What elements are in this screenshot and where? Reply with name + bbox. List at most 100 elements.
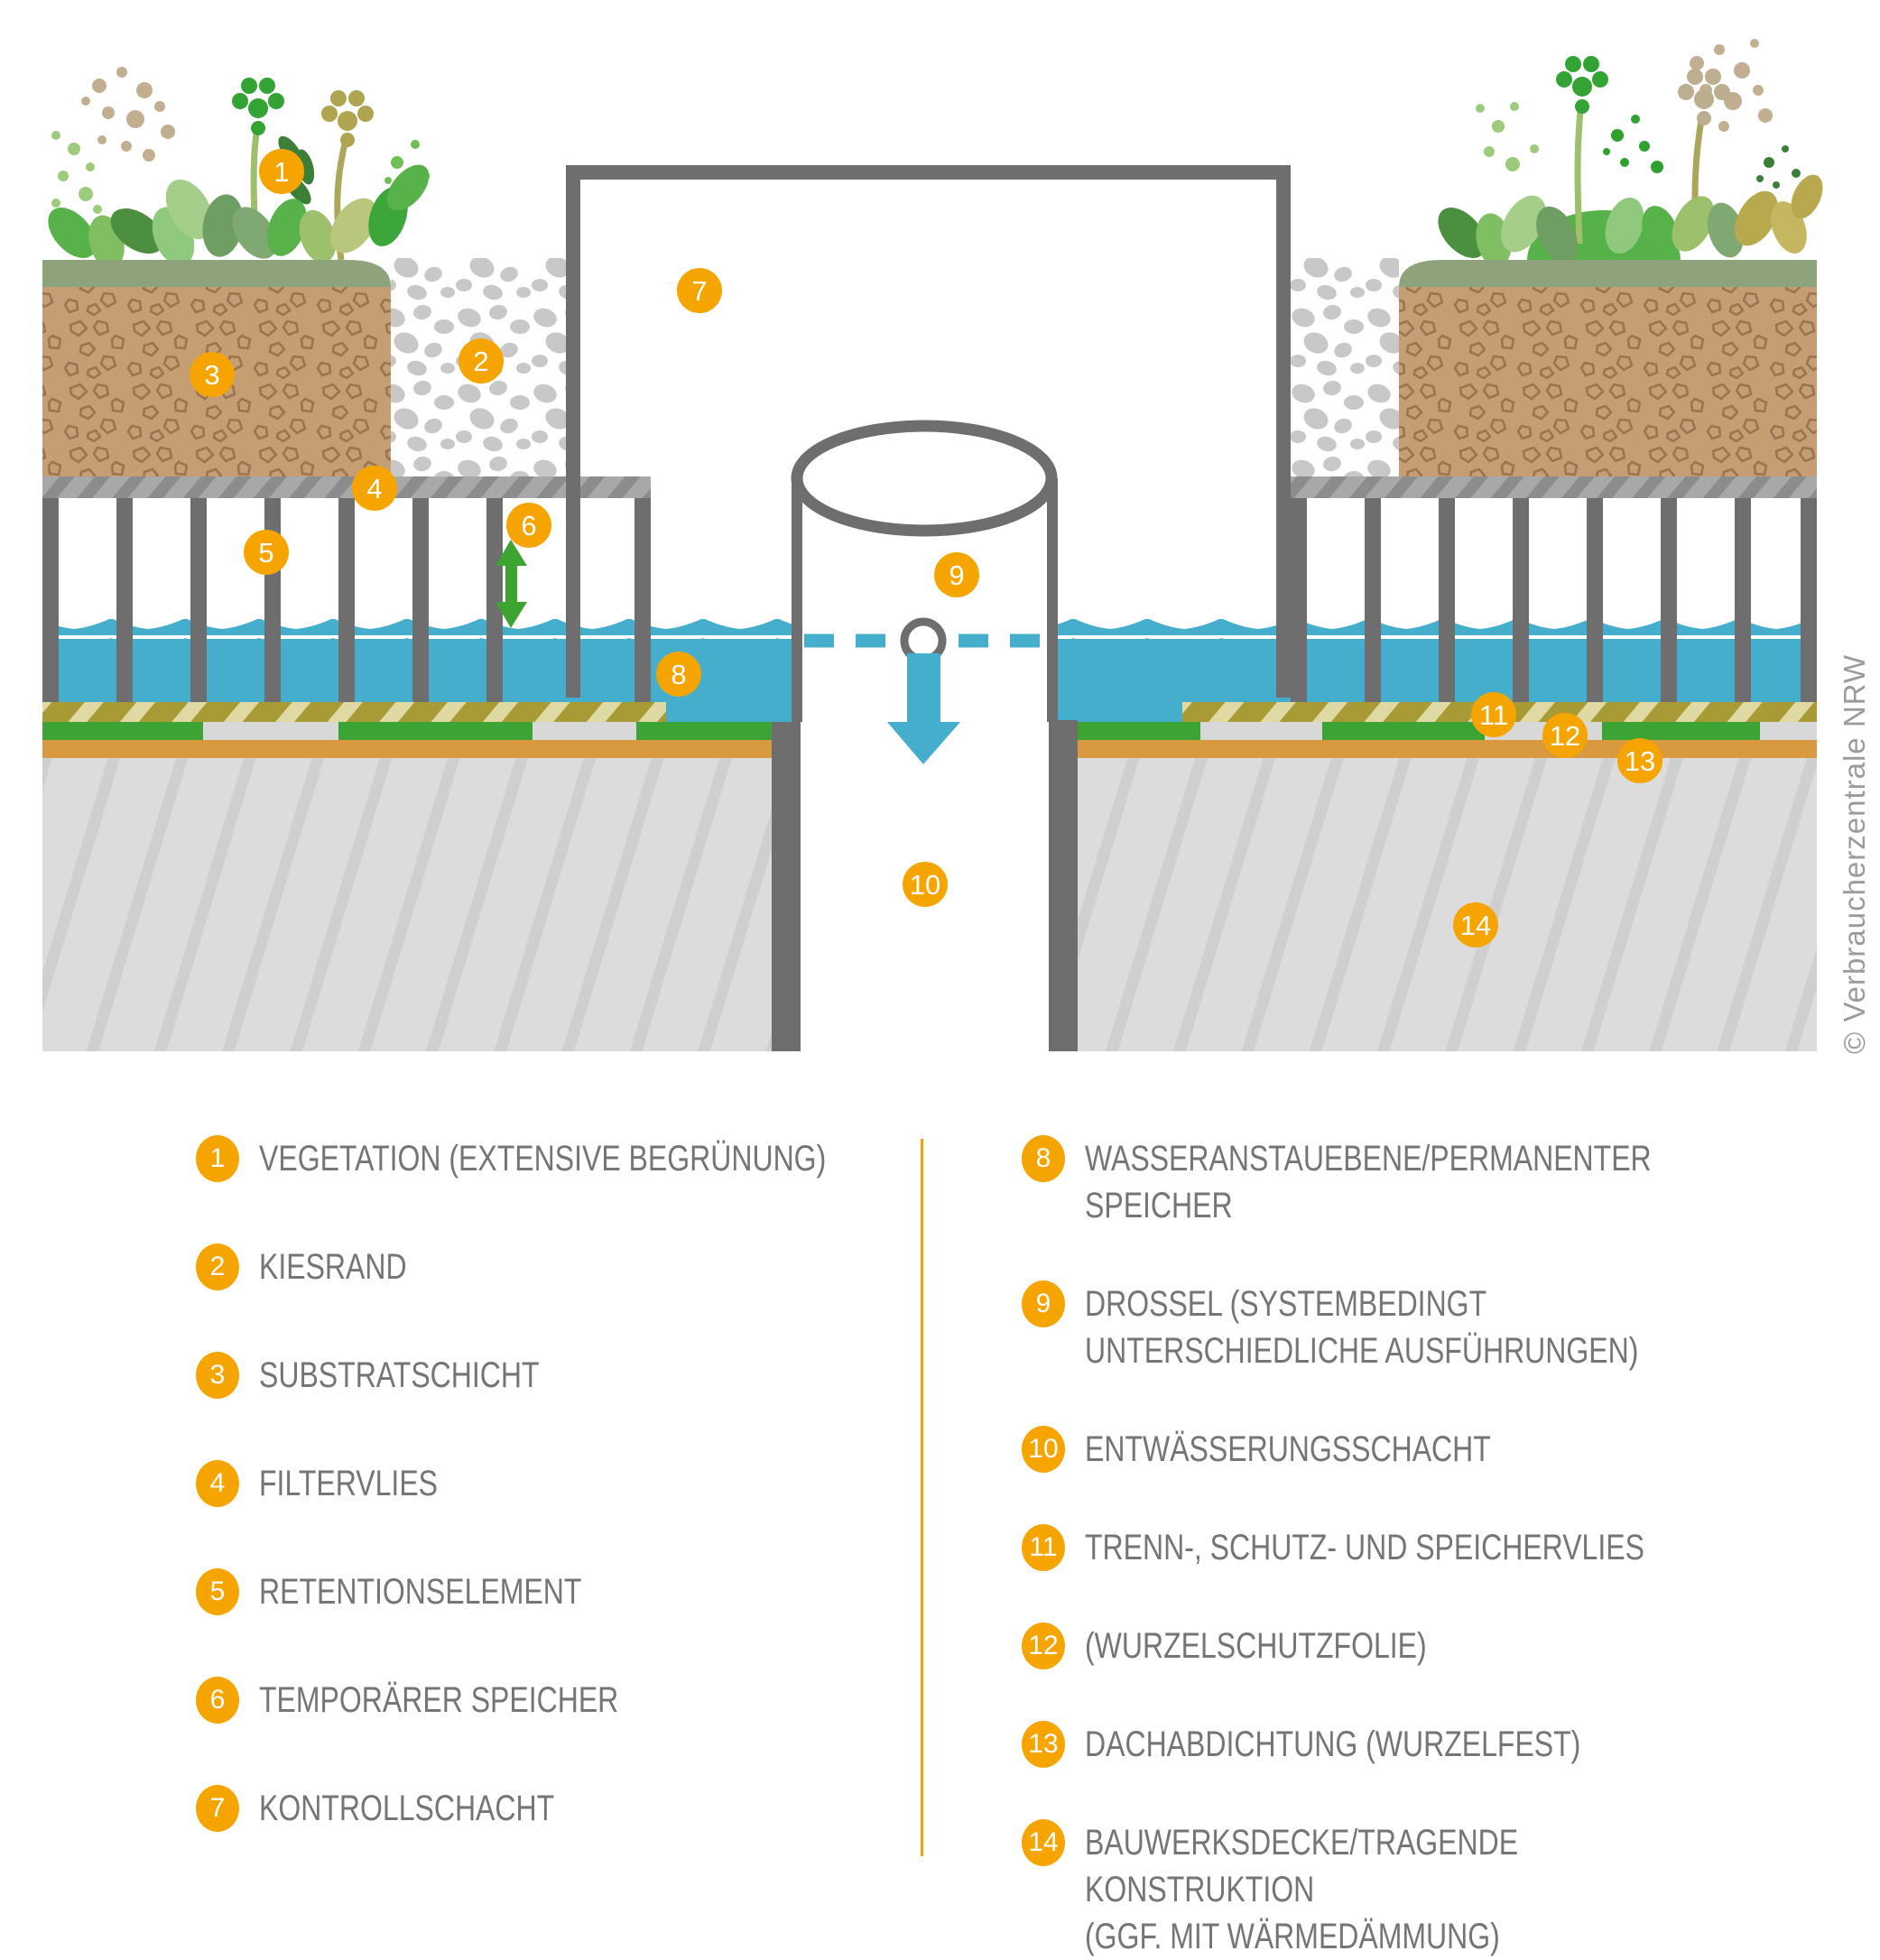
flower-beige [1678,69,1730,125]
legend-badge-3: 3 [196,1352,239,1399]
substrate-cap-left [42,260,391,287]
legend-label-wurzelschutzfolie: (WURZELSCHUTZFOLIE) [1085,1626,1427,1666]
legend-label-dachabdichtung: DACHABDICHTUNG (WURZELFEST) [1085,1724,1581,1764]
legend-label-wasseranstauebene: WASSERANSTAUEBENE/PERMANENTER SPEICHER [1085,1139,1652,1225]
drainage-shaft-walls [772,720,1078,1051]
svg-text:10: 10 [910,869,940,901]
diagram-markers: 1 2 3 4 5 6 7 8 9 10 11 12 13 14 [190,149,1662,948]
legend-label-filtervlies: FILTERVLIES [259,1464,438,1503]
svg-text:1: 1 [273,156,289,188]
legend-item-4: 4 FILTERVLIES [196,1460,968,1507]
marker-8: 8 [656,652,701,697]
control-shaft-box [566,165,1291,698]
vegetation-right [1438,39,1823,267]
legend-badge-10: 10 [1022,1426,1065,1473]
marker-14: 14 [1453,902,1498,948]
legend-column-left: 1 VEGETATION (EXTENSIVE BEGRÜNUNG) 2 KIE… [196,1135,968,1832]
legend-item-6: 6 TEMPORÄRER SPEICHER [196,1677,968,1724]
control-shaft-left-wall [566,165,580,698]
substrate-cap-right [1399,260,1817,287]
legend-badge-14: 14 [1022,1819,1065,1866]
svg-text:3: 3 [204,359,219,391]
marker-10: 10 [903,862,948,907]
legend-badge-2: 2 [196,1243,239,1290]
legend-badge-12: 12 [1022,1623,1065,1669]
legend-item-13: 13 DACHABDICHTUNG (WURZELFEST) [1022,1721,1880,1768]
legend-item-2: 2 KIESRAND [196,1243,968,1290]
outflow-arrow-icon [887,653,960,764]
svg-text:9: 9 [949,559,964,591]
legend-label-kontrollschacht: KONTROLLSCHACHT [259,1789,555,1828]
drainage-pipe [791,420,1058,1051]
legend-item-3: 3 SUBSTRATSCHICHT [196,1352,968,1399]
marker-1: 1 [259,149,304,194]
flower-green [232,78,284,135]
marker-13: 13 [1617,738,1662,783]
root-foil-patch [203,722,338,740]
root-foil-patch [533,722,636,740]
flower-green [1556,56,1608,114]
leaf-row [1438,174,1823,267]
substrate-body-right [1399,287,1817,476]
marker-7: 7 [677,268,722,313]
retention-cell-walls [42,498,1817,702]
root-foil-patch [1760,722,1817,740]
legend-label-drossel: DROSSEL (SYSTEMBEDINGT UNTERSCHIEDLICHE … [1085,1284,1639,1371]
svg-text:6: 6 [521,510,536,541]
root-foil-patch [1200,722,1322,740]
legend-label-bauwerksdecke: BAUWERKSDECKE/TRAGENDE KONSTRUKTION (GGF… [1085,1823,1519,1956]
legend-item-9: 9 DROSSEL (SYSTEMBEDINGT UNTERSCHIEDLICH… [1022,1280,1880,1374]
legend-badge-11: 11 [1022,1524,1065,1571]
structural-slab [42,758,1817,1051]
legend-badge-6: 6 [196,1677,239,1724]
svg-text:14: 14 [1460,910,1491,941]
temporary-storage-arrow-icon [495,540,527,628]
legend-badge-8: 8 [1022,1135,1065,1182]
legend-label-temporaerer-speicher: TEMPORÄRER SPEICHER [259,1680,619,1720]
legend-label-entwaesserungsschacht: ENTWÄSSERUNGSSCHACHT [1085,1429,1491,1469]
control-shaft-right-wall [1276,165,1291,698]
legend-item-7: 7 KONTROLLSCHACHT [196,1785,968,1832]
leaf-row [48,164,430,269]
marker-5: 5 [244,530,289,575]
flower-olive [321,90,374,147]
svg-text:11: 11 [1479,699,1508,731]
legend-label-vegetation: VEGETATION (EXTENSIVE BEGRÜNUNG) [259,1139,827,1179]
legend-label-kiesrand: KIESRAND [259,1247,407,1287]
svg-text:12: 12 [1550,720,1580,752]
svg-text:7: 7 [691,275,707,307]
svg-text:5: 5 [258,537,273,569]
legend-badge-9: 9 [1022,1280,1065,1327]
legend-badge-7: 7 [196,1785,239,1832]
legend-item-14: 14 BAUWERKSDECKE/TRAGENDE KONSTRUKTION (… [1022,1819,1880,1960]
vegetation-left [48,67,430,269]
legend-label-speichervlies: TRENN-, SCHUTZ- UND SPEICHERVLIES [1085,1528,1644,1567]
legend-label-substratschicht: SUBSTRATSCHICHT [259,1355,540,1395]
copyright-credit: © Verbraucherzentrale NRW [1838,653,1871,1054]
legend-badge-4: 4 [196,1460,239,1507]
marker-2: 2 [458,338,504,384]
legend-item-1: 1 VEGETATION (EXTENSIVE BEGRÜNUNG) [196,1135,968,1182]
marker-3: 3 [190,352,235,397]
svg-text:4: 4 [366,473,382,504]
marker-9: 9 [934,552,979,597]
filter-fleece [42,476,1817,498]
legend-item-5: 5 RETENTIONSELEMENT [196,1568,968,1615]
legend-label-retentionselement: RETENTIONSELEMENT [259,1572,582,1612]
legend-badge-13: 13 [1022,1721,1065,1768]
legend-badge-5: 5 [196,1568,239,1615]
svg-text:2: 2 [473,346,488,377]
green-roof-cross-section: 1 2 3 4 5 6 7 8 9 10 11 12 13 14 [42,39,1823,1051]
legend-item-8: 8 WASSERANSTAUEBENE/PERMANENTER SPEICHER [1022,1135,1880,1229]
legend-divider [921,1139,923,1856]
svg-text:13: 13 [1625,745,1655,777]
legend-badge-1: 1 [196,1135,239,1182]
marker-4: 4 [352,466,397,511]
marker-6: 6 [506,503,551,548]
legend-item-10: 10 ENTWÄSSERUNGSSCHACHT [1022,1426,1880,1473]
marker-11: 11 [1471,692,1516,737]
svg-text:8: 8 [671,659,686,690]
legend-column-right: 8 WASSERANSTAUEBENE/PERMANENTER SPEICHER… [1022,1135,1880,1960]
legend-item-12: 12 (WURZELSCHUTZFOLIE) [1022,1623,1880,1669]
throttle-group [804,617,1045,764]
